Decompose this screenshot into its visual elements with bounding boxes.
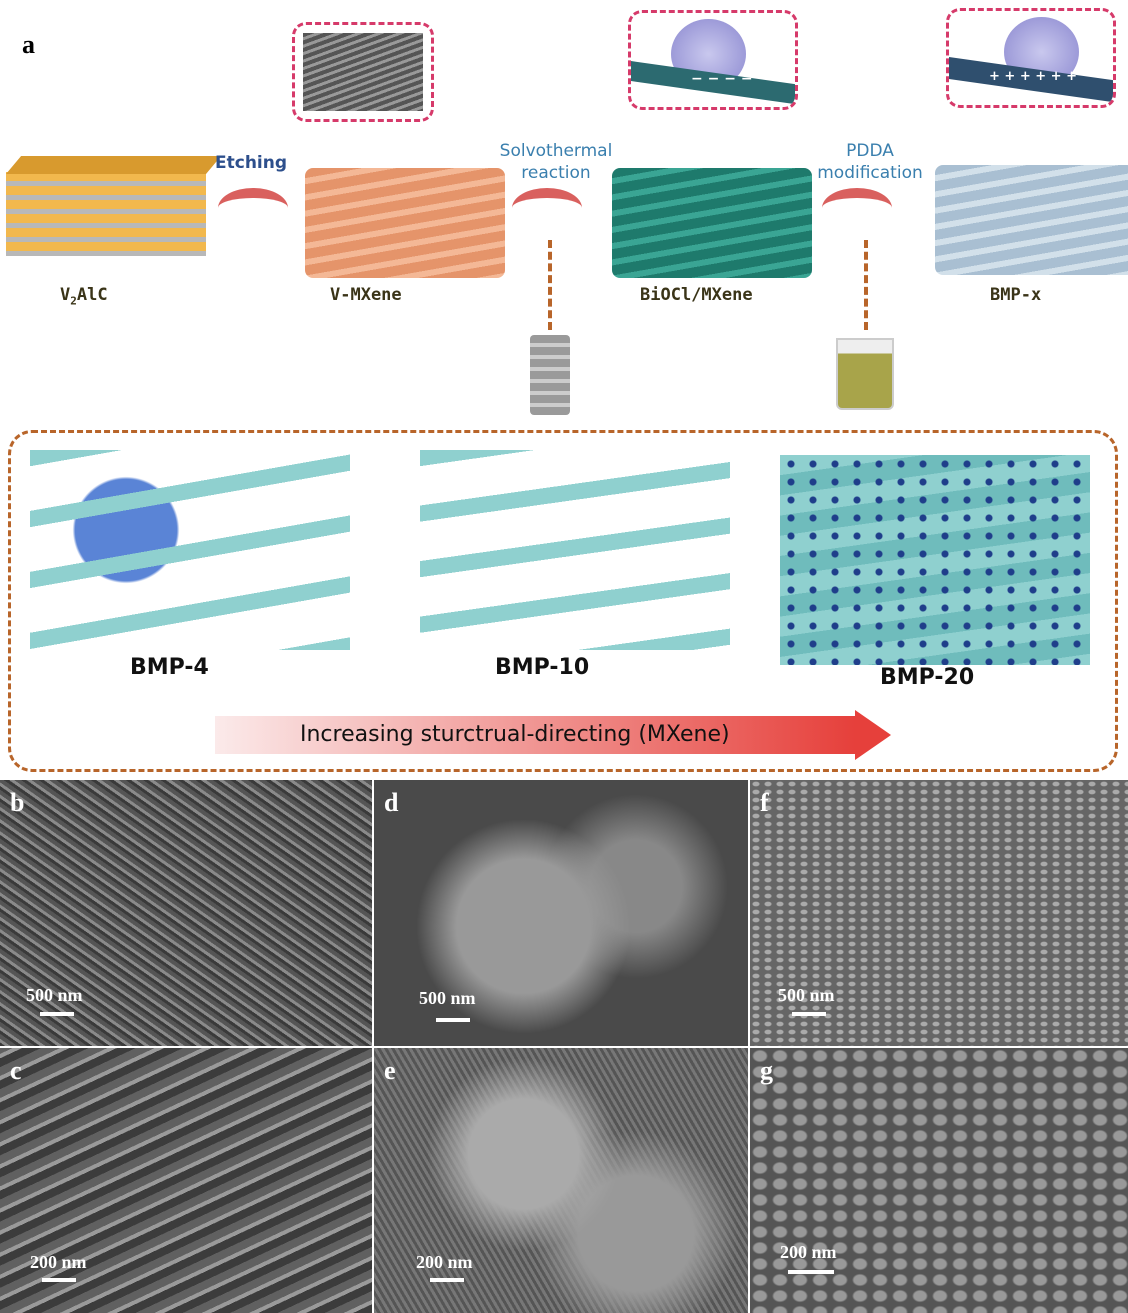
panel-letter-a: a [22,30,35,59]
bmpx-inset: + + + + + + [946,8,1116,108]
bmp4-illustration [30,450,350,650]
v2alc-block [6,172,206,256]
panel-letter: b [10,788,25,817]
step-etching: Etching [215,153,288,173]
label-biocl-mxene: BiOCl/MXene [640,285,753,305]
sem-image-e: e 200 nm [374,1048,748,1313]
beaker-icon [836,338,894,410]
gradient-arrow-head [855,710,891,760]
v2alc-block-top [6,156,222,174]
curved-arrow-icon [218,188,288,228]
negative-charges: − − − − [691,71,753,87]
scale-label: 200 nm [780,1242,837,1262]
dashed-connector [548,240,552,330]
sem-image-d: d 500 nm [374,780,748,1046]
autoclave-icon [530,335,570,415]
panel-letter: g [760,1056,773,1085]
bmp10-illustration [420,450,730,650]
label-bmp4: BMP-4 [130,655,209,680]
scale-bar [436,1018,470,1022]
positive-charges: + + + + + + [989,69,1077,84]
step-pdda: PDDA modification [817,141,923,183]
sem-image-f: f 500 nm [750,780,1128,1046]
scale-label: 200 nm [416,1252,473,1272]
bmpx-stack [935,165,1128,275]
scale-bar [42,1278,76,1282]
panel-letter: f [760,788,769,817]
curved-arrow-icon [822,188,892,228]
panel-letter: c [10,1056,22,1085]
scale-bar [40,1012,74,1016]
scale-label: 200 nm [30,1252,87,1272]
label-bmpx: BMP-x [990,285,1042,305]
dashed-connector [864,240,868,330]
scale-label: 500 nm [419,988,476,1008]
label-bmp20: BMP-20 [880,665,975,690]
bmp20-illustration [780,455,1090,665]
biocl-inset: − − − − [628,10,798,110]
biocl-mxene-stack [612,168,812,278]
panel-letter: e [384,1056,396,1085]
curved-arrow-icon [512,188,582,228]
step-solvothermal: Solvothermal reaction [499,141,613,183]
scale-bar [430,1278,464,1282]
scale-label: 500 nm [26,985,83,1005]
label-v2alc: V2AlC [60,285,108,308]
gradient-arrow [215,716,855,754]
gradient-label: Increasing sturctrual-directing (MXene) [300,722,730,747]
sem-image-g: g 200 nm [750,1048,1128,1313]
sem-inset [292,22,434,122]
label-bmp10: BMP-10 [495,655,590,680]
sem-image-b: b 500 nm [0,780,372,1046]
vmxene-stack [305,168,505,278]
panel-letter: d [384,788,399,817]
scale-bar [788,1270,834,1274]
sem-image-c: c 200 nm [0,1048,372,1313]
label-vmxene: V-MXene [330,285,402,305]
scale-bar [792,1012,826,1016]
structures-box [8,430,1118,772]
scale-label: 500 nm [778,985,835,1005]
